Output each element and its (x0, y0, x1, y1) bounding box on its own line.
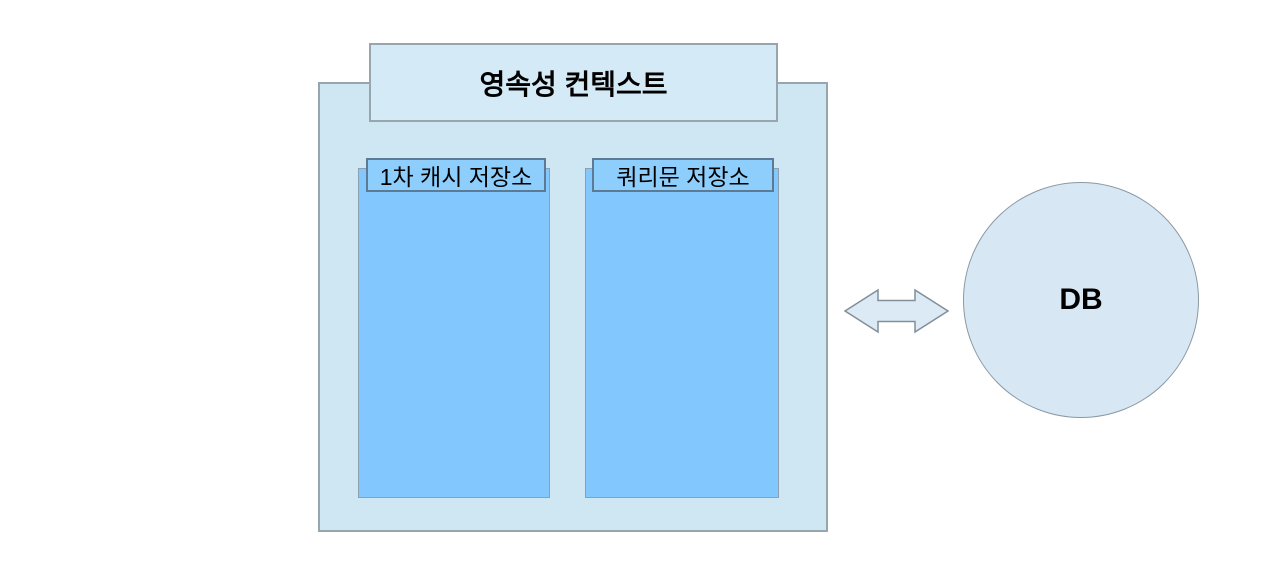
query-statement-store-body (585, 168, 779, 498)
first-level-cache-store-body (358, 168, 550, 498)
database-label: DB (1059, 283, 1103, 316)
query-statement-store-label: 쿼리문 저장소 (616, 164, 750, 190)
first-level-cache-store-label: 1차 캐시 저장소 (379, 164, 533, 190)
persistence-context-title: 영속성 컨텍스트 (479, 68, 668, 100)
first-level-cache-store-label-box: 1차 캐시 저장소 (366, 158, 546, 192)
double-headed-arrow-icon (844, 288, 949, 334)
database-circle: DB (963, 182, 1199, 418)
persistence-context-title-box: 영속성 컨텍스트 (369, 43, 778, 122)
query-statement-store-label-box: 쿼리문 저장소 (592, 158, 774, 192)
